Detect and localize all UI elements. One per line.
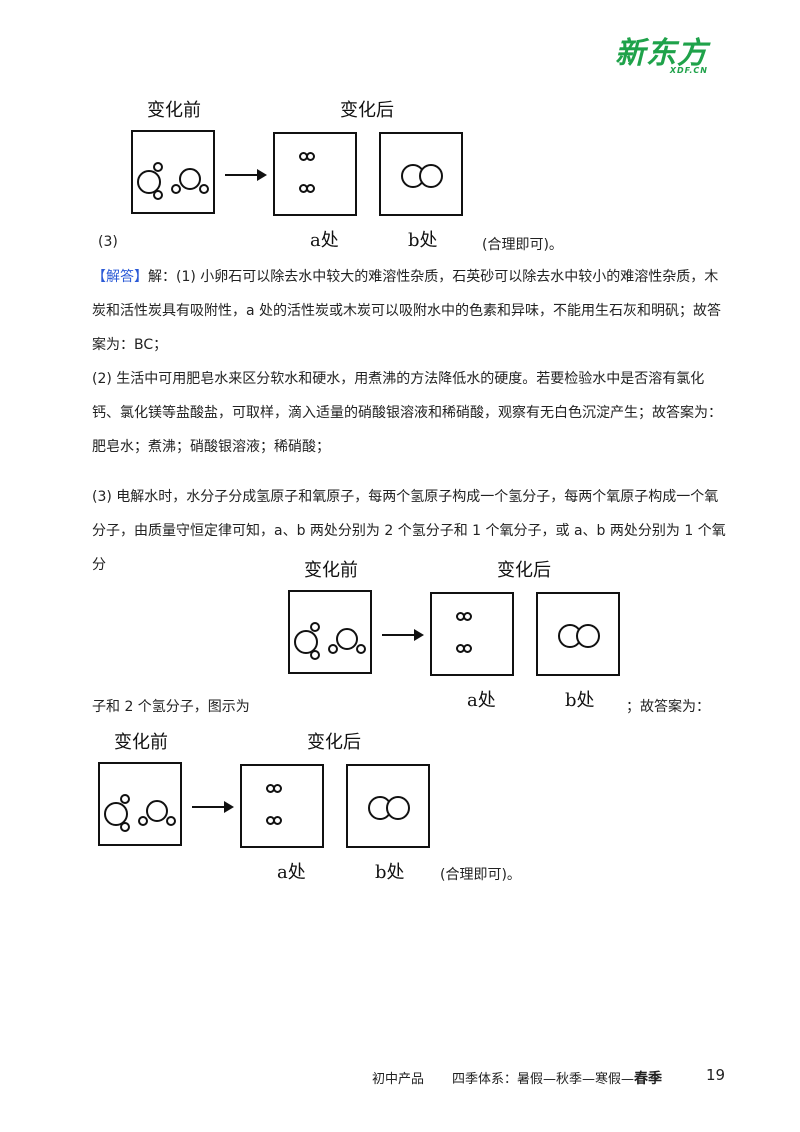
logo-subtext: XDF.CN [669,66,708,75]
answer-tag: 【解答】 [92,269,148,285]
label-after: 变化后 [340,100,394,121]
answer-p3-tail-left: 子和 2 个氢分子，图示为 [92,699,250,715]
question-number: (3) [98,234,118,250]
molecule-diagram-2: 变化前 变化后 a处 b处 [282,552,642,712]
footer-mid: 四季体系：暑假—秋季—寒假—春季 [452,1071,663,1087]
label-before: 变化前 [147,100,201,121]
box-b [379,132,463,216]
label-b: b处 [408,230,438,251]
answer-p2: (2) 生活中可用肥皂水来区分软水和硬水，用煮沸的方法降低水的硬度。若要检验水中… [92,371,722,455]
molecule-diagram-3: 变化前 变化后 a处 b处 [92,724,452,884]
final-note: (合理即可)。 [440,867,521,883]
xdf-logo: 新东方 XDF.CN [615,36,708,76]
footer-bold: 春季 [634,1071,663,1087]
before-box [131,130,215,214]
note-1: (合理即可)。 [482,237,563,253]
logo-text: 新东方 [615,36,708,71]
page-number: 19 [706,1066,726,1084]
reaction-arrow [225,169,267,181]
answer-p1: 【解答】解：(1) 小卵石可以除去水中较大的难溶性杂质，石英砂可以除去水中较小的… [92,269,722,353]
box-a [273,132,357,216]
answer-p3: (3) 电解水时，水分子分成氢原子和氧原子，每两个氢原子构成一个氢分子，每两个氧… [92,489,726,573]
molecule-diagram-1: 变化前 变化后 a处 b处 [125,92,485,252]
answer-p3-tail-right: ；故答案为： [626,699,710,715]
footer-left: 初中产品 [372,1072,425,1087]
label-a: a处 [310,230,339,251]
